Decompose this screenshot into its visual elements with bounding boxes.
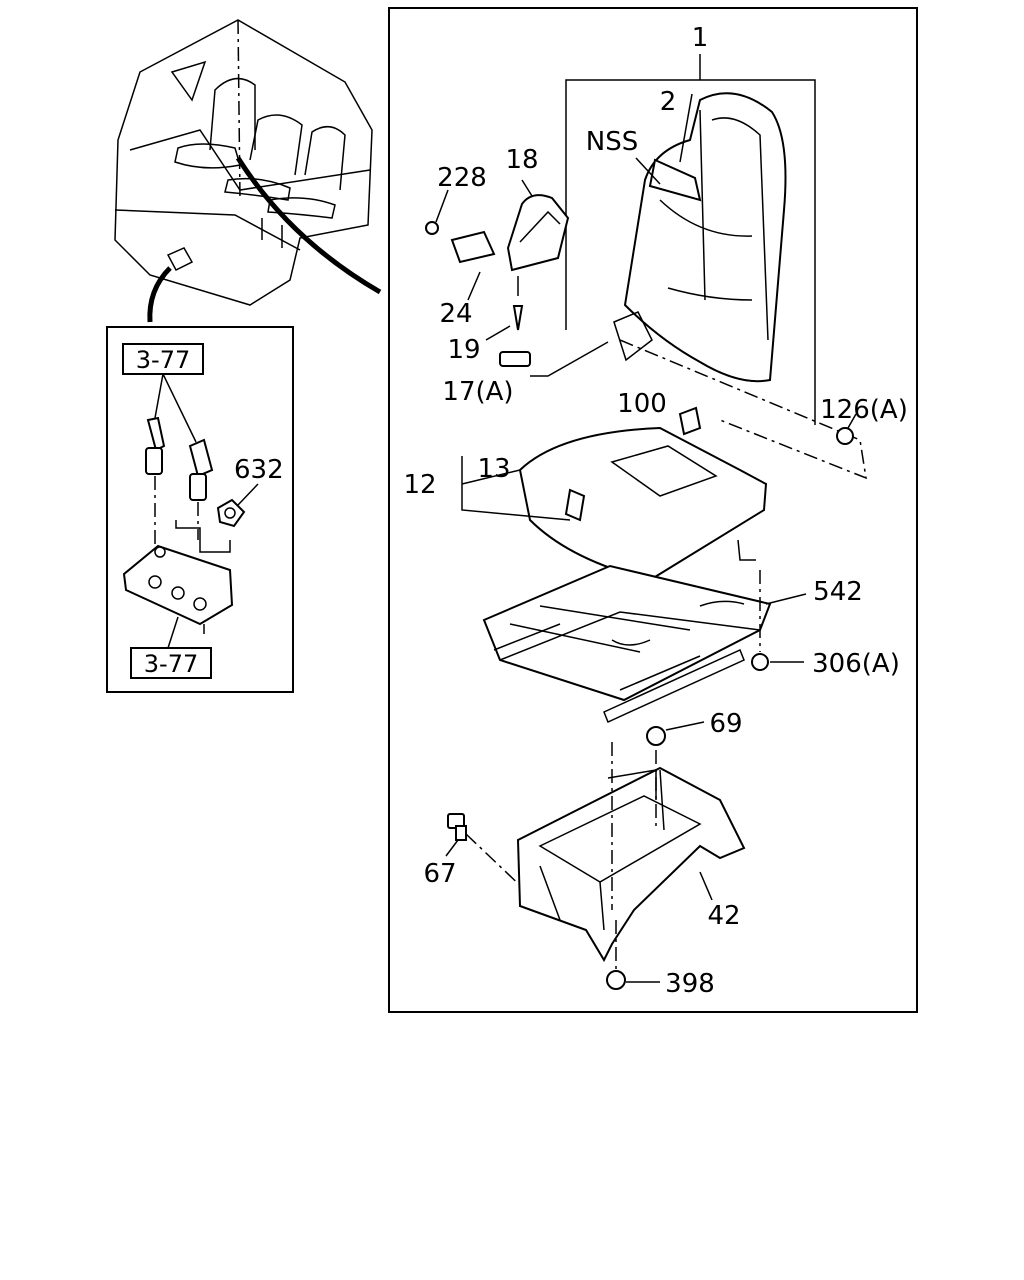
callout-12[interactable]: 12 <box>403 470 436 500</box>
grommet-part <box>216 498 246 528</box>
cab-overview <box>114 19 382 323</box>
main-frame <box>388 7 918 1013</box>
seat-back-part <box>623 92 787 383</box>
seat-base-part <box>516 766 746 963</box>
leader-curve-left <box>147 266 172 323</box>
callout-18[interactable]: 18 <box>505 145 538 175</box>
callout-542[interactable]: 542 <box>813 577 863 607</box>
knob-part <box>450 230 496 264</box>
callout-42[interactable]: 42 <box>707 901 740 931</box>
callout-632[interactable]: 632 <box>234 455 284 485</box>
nut-398-part <box>606 970 626 990</box>
callout-306a[interactable]: 306(A) <box>812 649 900 679</box>
callout-67[interactable]: 67 <box>423 859 456 889</box>
callout-69[interactable]: 69 <box>709 709 742 739</box>
drain-plate-part <box>122 544 234 634</box>
seat-cushion-group <box>461 426 768 582</box>
seat-cushion-part <box>518 426 768 582</box>
callout-398[interactable]: 398 <box>665 969 715 999</box>
callout-nss[interactable]: NSS <box>586 127 638 157</box>
nut-69-part <box>646 726 666 746</box>
callout-17a[interactable]: 17(A) <box>442 377 513 407</box>
ref-box-bottom[interactable] <box>130 647 212 679</box>
callout-24[interactable]: 24 <box>439 299 472 329</box>
callout-100[interactable]: 100 <box>617 389 667 419</box>
ref-label-bottom[interactable]: 3-77 <box>144 650 198 678</box>
nut-306-part <box>751 653 769 671</box>
callout-19[interactable]: 19 <box>447 335 480 365</box>
callout-13[interactable]: 13 <box>477 454 510 484</box>
callout-1[interactable]: 1 <box>692 23 709 53</box>
callout-228[interactable]: 228 <box>437 163 487 193</box>
leader-curve-right <box>235 156 382 295</box>
cap-part <box>836 427 854 445</box>
ref-label-top[interactable]: 3-77 <box>136 346 190 374</box>
handle-cover-part <box>506 194 570 272</box>
recline-handle-parts <box>425 179 867 480</box>
seat-back-group <box>565 54 816 425</box>
clip-part <box>678 406 702 436</box>
inset-detail: 3-77 3-77 632 <box>106 326 294 693</box>
drain-hose-part <box>145 416 214 501</box>
callout-126a[interactable]: 126(A) <box>820 395 908 425</box>
seat-slide-frame <box>482 564 772 724</box>
bolt-67-part <box>447 813 467 841</box>
callout-2[interactable]: 2 <box>660 87 677 117</box>
